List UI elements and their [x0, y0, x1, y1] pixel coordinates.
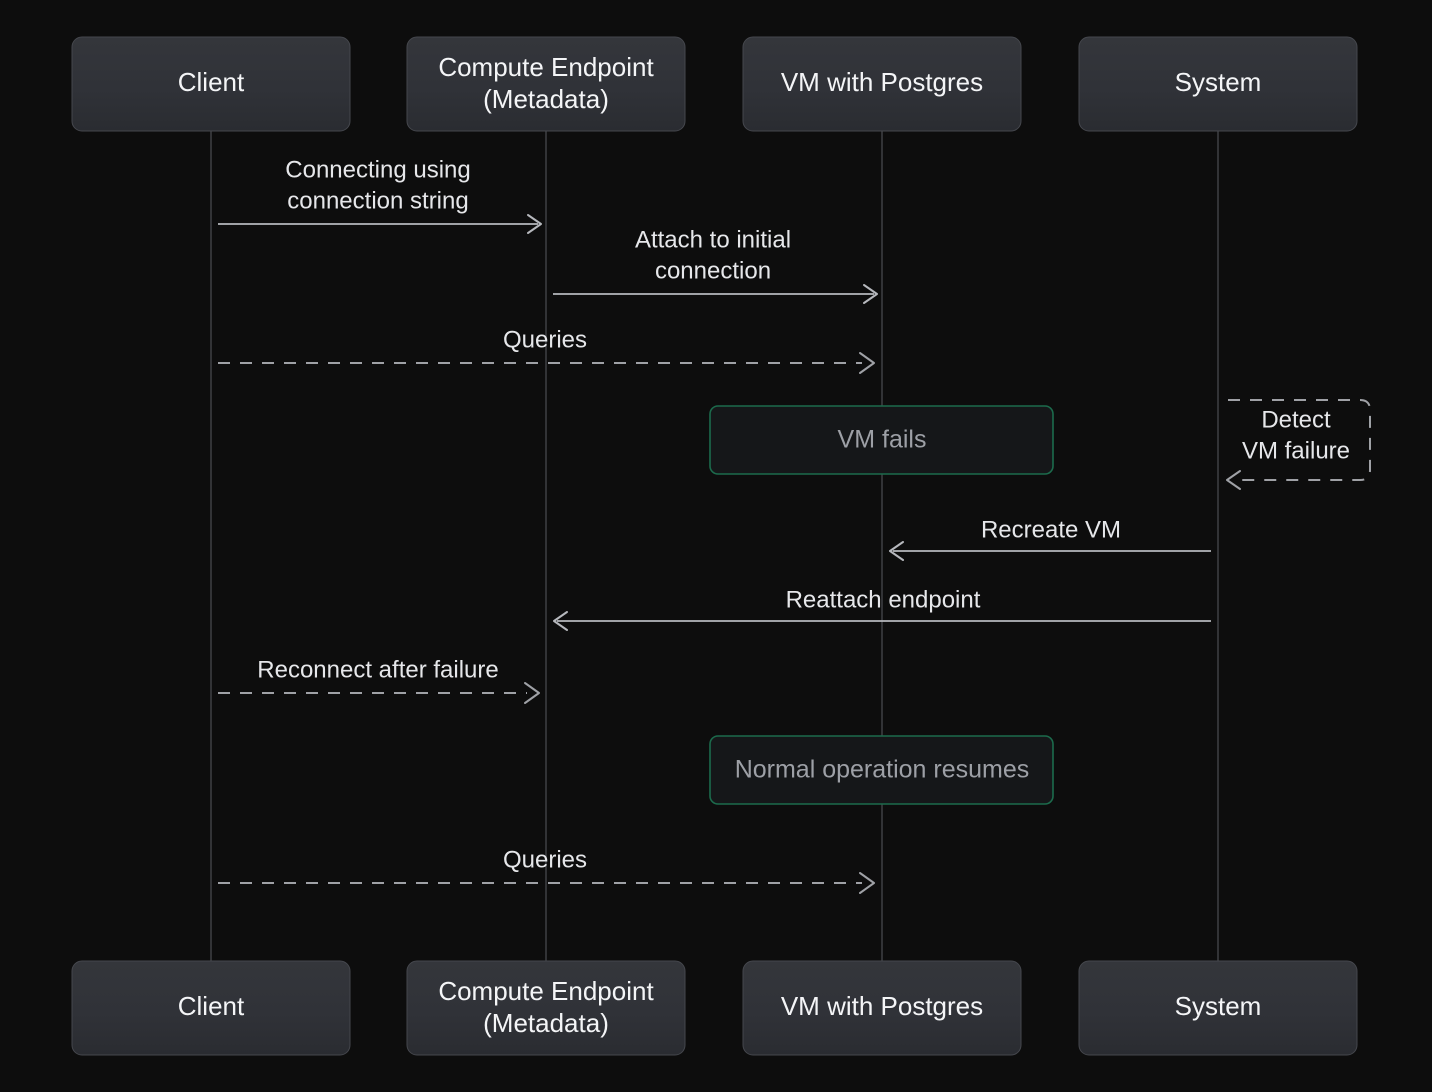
message-label-2-line2: connection	[655, 257, 771, 284]
note-box-vm-fails[interactable]	[709, 405, 1054, 475]
arrowhead-right-7	[524, 682, 540, 704]
actor-box-compute-endpoint-top[interactable]	[406, 36, 686, 132]
actor-bottom-compute-endpoint[interactable]: Compute Endpoint (Metadata)	[406, 960, 686, 1056]
arrowhead-right-1	[527, 214, 542, 234]
actor-label-system-bottom: System	[1175, 991, 1262, 1021]
actor-label-vm-postgres-top: VM with Postgres	[781, 67, 983, 97]
message-label-1-line1: Connecting using	[285, 156, 470, 183]
actor-box-client-top[interactable]	[71, 36, 351, 132]
actor-label-vm-postgres-bottom: VM with Postgres	[781, 991, 983, 1021]
note-label-vm-fails: VM fails	[838, 426, 927, 454]
message-line-4-self-loop	[1228, 399, 1371, 481]
note-box-normal-operation-resumes[interactable]	[709, 735, 1054, 805]
arrowhead-left-6	[553, 611, 568, 631]
actor-label-compute-endpoint-top-line1: Compute Endpoint	[438, 52, 654, 82]
message-reconnect-after-failure[interactable]: Reconnect after failure	[218, 656, 540, 704]
message-label-3: Queries	[503, 326, 587, 353]
note-vm-fails[interactable]: VM fails	[709, 405, 1054, 475]
actor-bottom-system[interactable]: System	[1078, 960, 1358, 1056]
message-label-4-line1: Detect	[1261, 406, 1331, 433]
arrowhead-right-8	[859, 872, 875, 894]
actor-top-vm-postgres[interactable]: VM with Postgres	[742, 36, 1022, 132]
message-connecting-using-connection-string[interactable]: Connecting using connection string	[218, 156, 542, 234]
actor-box-compute-endpoint-bottom[interactable]	[406, 960, 686, 1056]
actor-label-compute-endpoint-top-line2: (Metadata)	[483, 84, 609, 114]
arrowhead-right-3	[859, 352, 875, 374]
actor-top-client[interactable]: Client	[71, 36, 351, 132]
note-normal-operation-resumes[interactable]: Normal operation resumes	[709, 735, 1054, 805]
actor-box-system-bottom[interactable]	[1078, 960, 1358, 1056]
message-recreate-vm[interactable]: Recreate VM	[889, 516, 1211, 561]
message-queries-first[interactable]: Queries	[218, 326, 875, 374]
message-reattach-endpoint[interactable]: Reattach endpoint	[553, 586, 1211, 631]
message-label-8: Queries	[503, 846, 587, 873]
message-label-7: Reconnect after failure	[257, 656, 498, 683]
actor-top-compute-endpoint[interactable]: Compute Endpoint (Metadata)	[406, 36, 686, 132]
message-attach-to-initial-connection[interactable]: Attach to initial connection	[553, 226, 878, 304]
actor-box-system-top[interactable]	[1078, 36, 1358, 132]
message-label-6: Reattach endpoint	[786, 586, 981, 613]
actor-footer-row: Client Compute Endpoint (Metadata) VM wi…	[71, 960, 1358, 1056]
actor-header-row: Client Compute Endpoint (Metadata) VM wi…	[71, 36, 1358, 132]
arrowhead-right-2	[863, 284, 878, 304]
message-label-2-line1: Attach to initial	[635, 226, 791, 253]
actor-label-client-top: Client	[178, 67, 245, 97]
message-label-1-line2: connection string	[287, 187, 468, 214]
message-detect-vm-failure[interactable]: Detect VM failure	[1226, 399, 1371, 490]
lifelines-group	[210, 131, 1219, 961]
actor-box-vm-postgres-top[interactable]	[742, 36, 1022, 132]
actor-box-client-bottom[interactable]	[71, 960, 351, 1056]
actor-top-system[interactable]: System	[1078, 36, 1358, 132]
message-label-5: Recreate VM	[981, 516, 1121, 543]
actor-bottom-vm-postgres[interactable]: VM with Postgres	[742, 960, 1022, 1056]
actor-label-client-bottom: Client	[178, 991, 245, 1021]
message-queries-second[interactable]: Queries	[218, 846, 875, 894]
message-label-4-line2: VM failure	[1242, 437, 1350, 464]
arrowhead-left-4	[1226, 470, 1241, 490]
actor-label-compute-endpoint-bottom-line1: Compute Endpoint	[438, 976, 654, 1006]
actor-label-system-top: System	[1175, 67, 1262, 97]
arrowhead-left-5	[889, 541, 904, 561]
actor-bottom-client[interactable]: Client	[71, 960, 351, 1056]
actor-box-vm-postgres-bottom[interactable]	[742, 960, 1022, 1056]
note-label-normal-operation-resumes: Normal operation resumes	[735, 756, 1030, 784]
actor-label-compute-endpoint-bottom-line2: (Metadata)	[483, 1008, 609, 1038]
